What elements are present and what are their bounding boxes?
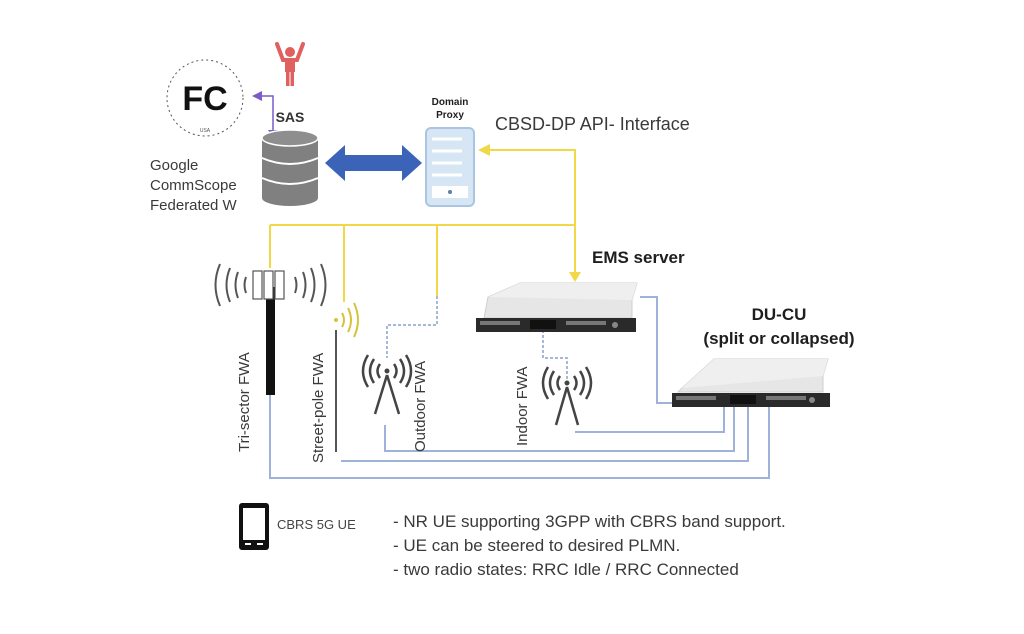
- link-ems-ducu: [640, 296, 676, 404]
- fcc-logo: FC USA: [166, 59, 244, 137]
- link-street-pole-ducu: [341, 407, 749, 462]
- ue-note: - two radio states: RRC Idle / RRC Conne…: [393, 560, 739, 579]
- domain-proxy-line-2: Proxy: [436, 110, 464, 121]
- sas-operators-label: Google CommScope Federated W: [150, 156, 237, 216]
- ducu-line-2: (split or collapsed): [703, 329, 855, 348]
- interface-label: CBSD-DP API- Interface: [495, 114, 690, 134]
- tri-sector-antenna-icon: [214, 263, 327, 395]
- data-links: [269, 296, 770, 479]
- link-ems-to-proxy: [488, 149, 576, 272]
- sas-person-icon: [275, 42, 305, 86]
- sas-proxy-double-arrow: [325, 145, 422, 181]
- phone-icon: [239, 503, 269, 550]
- domain-proxy-line-1: Domain: [431, 97, 469, 108]
- arrowhead-to-proxy: [478, 144, 490, 156]
- operator-commscope: CommScope: [150, 177, 237, 194]
- dashed-links: [386, 296, 568, 380]
- arrowhead-to-fcc: [252, 91, 262, 101]
- arrowhead-to-ems: [569, 272, 581, 282]
- link-indoor-ducu: [575, 407, 725, 433]
- fcc-label: FC: [182, 80, 227, 118]
- tri-sector-label: Tri-sector FWA: [236, 352, 253, 452]
- operator-federated: Federated W: [150, 197, 237, 214]
- control-links: [269, 149, 576, 302]
- indoor-label: Indoor FWA: [514, 366, 531, 446]
- domain-proxy-label: Domain Proxy: [421, 96, 479, 122]
- sas-label: SAS: [276, 109, 305, 125]
- ue-label: CBRS 5G UE: [277, 517, 356, 532]
- operator-google: Google: [150, 157, 199, 174]
- link-indoor-dashed: [542, 330, 568, 380]
- link-tri-sector-ducu: [269, 395, 770, 479]
- domain-proxy-icon: [425, 127, 475, 207]
- ducu-label: DU-CU (split or collapsed): [676, 303, 882, 351]
- ue-notes: - NR UE supporting 3GPP with CBRS band s…: [393, 510, 786, 582]
- ems-label: EMS server: [592, 248, 685, 267]
- ue-note: - UE can be steered to desired PLMN.: [393, 536, 681, 555]
- outdoor-antenna-icon: [361, 354, 413, 415]
- link-outdoor-ducu: [384, 407, 735, 452]
- link-outdoor-dashed: [386, 296, 438, 358]
- outdoor-label: Outdoor FWA: [412, 360, 429, 452]
- ducu-line-1: DU-CU: [751, 305, 807, 324]
- street-pole-label: Street-pole FWA: [310, 352, 327, 463]
- ems-server-icon: [476, 282, 638, 332]
- database-icon: [261, 129, 319, 206]
- fcc-country: USA: [200, 128, 211, 134]
- ue-note: - NR UE supporting 3GPP with CBRS band s…: [393, 512, 786, 531]
- sas-fcc-link: [262, 95, 274, 132]
- street-pole-icon: [334, 302, 359, 452]
- indoor-antenna-icon: [541, 366, 593, 426]
- ducu-server-icon: [672, 358, 830, 407]
